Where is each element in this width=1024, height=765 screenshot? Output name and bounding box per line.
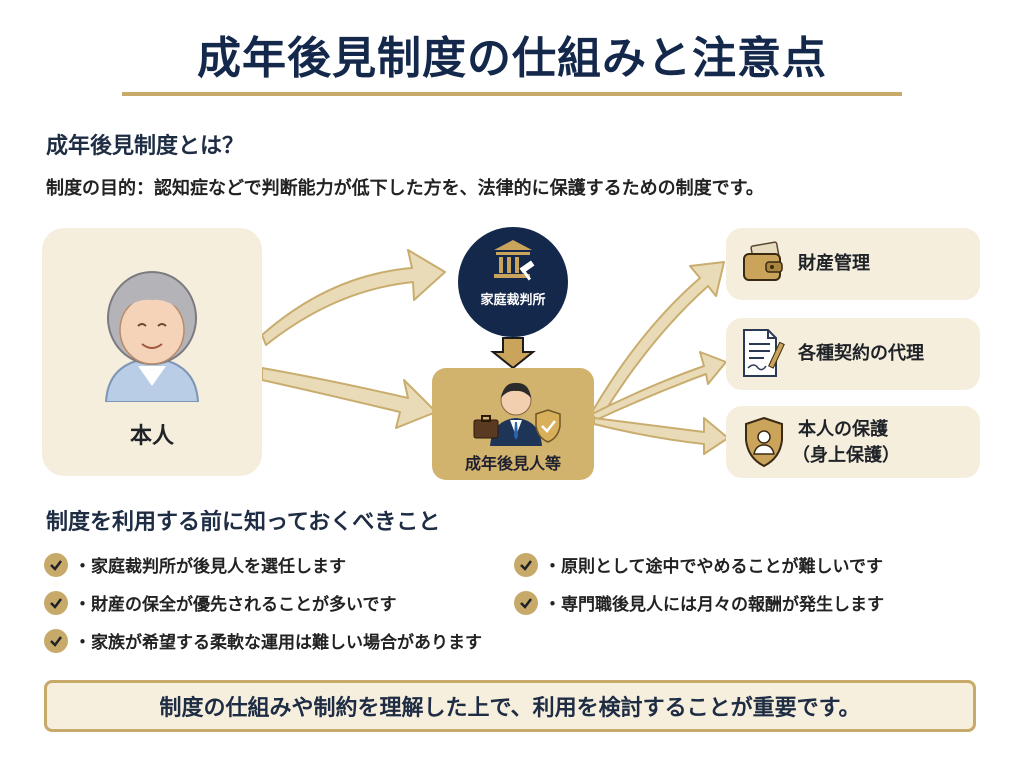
arrow-person-to-guardian xyxy=(261,367,437,429)
note-item: ・原則として途中でやめることが難しいです xyxy=(514,552,883,577)
note-item: ・家族が希望する柔軟な運用は難しい場合があります xyxy=(44,628,482,653)
page-title: 成年後見制度の仕組みと注意点 xyxy=(197,33,827,84)
wallet-icon xyxy=(743,241,783,281)
role-label-property: 財産管理 xyxy=(798,253,870,274)
role-label-protection: 本人の保護 xyxy=(798,419,888,440)
note-item: ・家庭裁判所が後見人を選任します xyxy=(44,552,346,577)
check-icon xyxy=(514,552,538,577)
person-label: 本人 xyxy=(129,424,174,449)
arrow-to-property xyxy=(591,261,725,417)
note-item: ・財産の保全が優先されることが多いです xyxy=(44,590,397,615)
check-icon xyxy=(514,590,538,615)
elderly-person-icon xyxy=(104,271,200,402)
section-heading-about: 成年後見制度とは？ xyxy=(46,134,245,159)
conclusion-banner: 制度の仕組みや制約を理解した上で、利用を検討することが重要です。 xyxy=(44,680,976,732)
guardian-label: 成年後見人等 xyxy=(464,454,561,473)
check-icon xyxy=(44,590,68,615)
role-label-contract: 各種契約の代理 xyxy=(798,343,924,364)
section-heading-notes: 制度を利用する前に知っておくべきこと xyxy=(46,510,441,535)
role-sublabel-protection: （身上保護） xyxy=(792,445,900,466)
courthouse-gavel-icon xyxy=(494,240,535,281)
note-item: ・専門職後見人には月々の報酬が発生します xyxy=(514,590,884,615)
title-underline xyxy=(122,92,902,96)
arrow-court-to-guardian xyxy=(490,337,536,370)
guardian-professional-icon xyxy=(473,382,561,446)
shield-person-icon xyxy=(745,416,783,468)
contract-icon xyxy=(743,329,785,377)
arrow-person-to-court xyxy=(261,249,446,346)
check-icon xyxy=(44,628,68,653)
check-icon xyxy=(44,552,68,577)
arrow-to-protection xyxy=(593,417,729,455)
purpose-text: 制度の目的：認知症などで判断能力が低下した方を、法律的に保護するための制度です。 xyxy=(46,178,764,199)
court-label: 家庭裁判所 xyxy=(480,293,546,308)
